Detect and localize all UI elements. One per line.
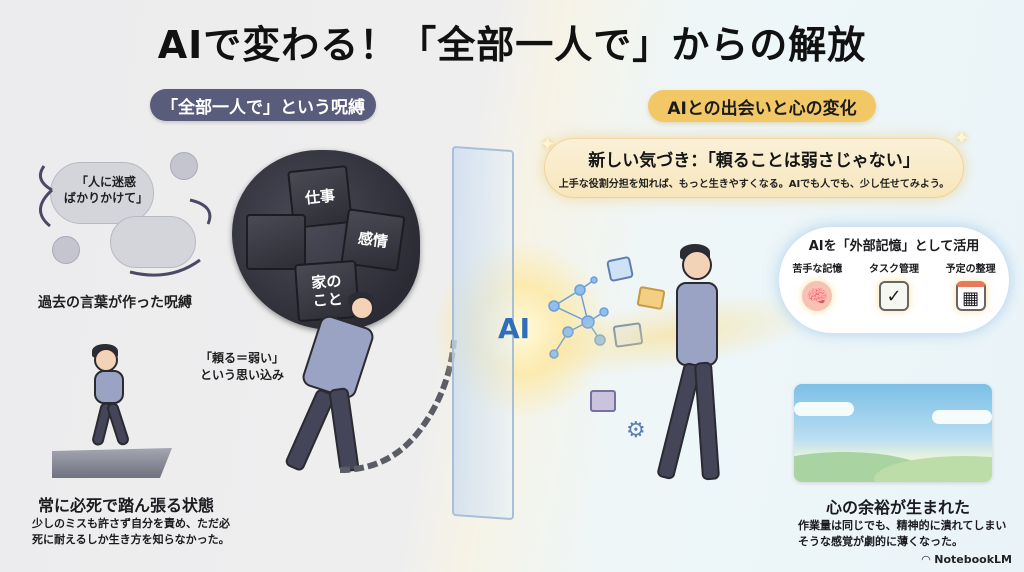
cloud-item-schedule: 予定の整理 ▦ xyxy=(936,260,1006,311)
sparkle-icon: ✦ xyxy=(954,128,970,149)
cliff-illustration xyxy=(46,340,176,478)
cloud-shape xyxy=(794,402,854,416)
cloud-item-tasks: タスク管理 ✓ xyxy=(859,260,929,311)
speech-bubble-secondary xyxy=(110,216,196,268)
external-memory-cloud: AIを「外部記憶」として活用 苦手な記憶 🧠 タスク管理 ✓ 予定の整理 ▦ xyxy=(778,226,1010,334)
result-heading: 心の余裕が生まれた xyxy=(826,498,971,517)
brain-icon: 🧠 xyxy=(802,281,833,311)
notebooklm-logo: ◠ NotebookLM xyxy=(921,553,1012,566)
ghost-icon xyxy=(170,152,198,180)
page-title: AIで変わる！「全部一人で」からの解放 xyxy=(157,23,867,67)
group-envelope-icon xyxy=(590,390,616,412)
state-heading: 常に必死で踏ん張る状態 xyxy=(38,496,215,515)
ghost-icon xyxy=(52,236,80,264)
past-words-caption: 過去の言葉が作った呪縛 xyxy=(38,295,192,311)
thorn-vine-icon xyxy=(38,165,212,277)
notebooklm-icon: ◠ xyxy=(921,553,931,566)
speech-bubble-cluster: 「人に迷惑 ばかりかけて」 xyxy=(30,150,220,280)
state-description: 少しのミスも許さず自分を責め、ただ必 死に耐えるしか生き方を知らなかった。 xyxy=(32,517,230,546)
result-description: 作業量は同じでも、精神的に潰れてしまい そうな感覚が劇的に薄くなった。 xyxy=(798,519,1007,548)
cloud-heading: AIを「外部記憶」として活用 xyxy=(808,239,980,254)
clipboard-checklist-icon: ✓ xyxy=(878,281,909,311)
burden-block-plain xyxy=(246,214,306,270)
speech-bubble-main xyxy=(50,162,154,224)
section-label-left: 「全部一人で」という呪縛 xyxy=(150,89,376,121)
contact-card-icon xyxy=(605,255,635,283)
open-sky-landscape xyxy=(794,384,992,482)
speech-bubble-text: 「人に迷惑 ばかりかけて」 xyxy=(63,175,149,205)
insight-banner: 新しい気づき：「頼ることは弱さじゃない」 上手な役割分担を知れば、もっと生きやす… xyxy=(544,138,964,198)
calendar-icon: ▦ xyxy=(955,281,986,311)
belief-caption: 「頼る＝弱い」 という思い込み xyxy=(200,351,285,382)
section-label-right: AIとの出会いと心の変化 xyxy=(648,90,876,122)
insight-subtext: 上手な役割分担を知れば、もっと生きやすくなる。AIでも人でも、少し任せてみよう。 xyxy=(558,179,950,190)
cliff-rock xyxy=(52,448,172,478)
cloud-item-memory: 苦手な記憶 🧠 xyxy=(782,260,852,311)
ai-label: AI xyxy=(498,312,531,345)
insight-heading: 新しい気づき：「頼ることは弱さじゃない」 xyxy=(588,151,920,171)
sparkle-icon: ✦ xyxy=(540,134,556,155)
cloud-shape xyxy=(932,410,992,424)
gear-icon: ⚙ xyxy=(626,418,646,443)
